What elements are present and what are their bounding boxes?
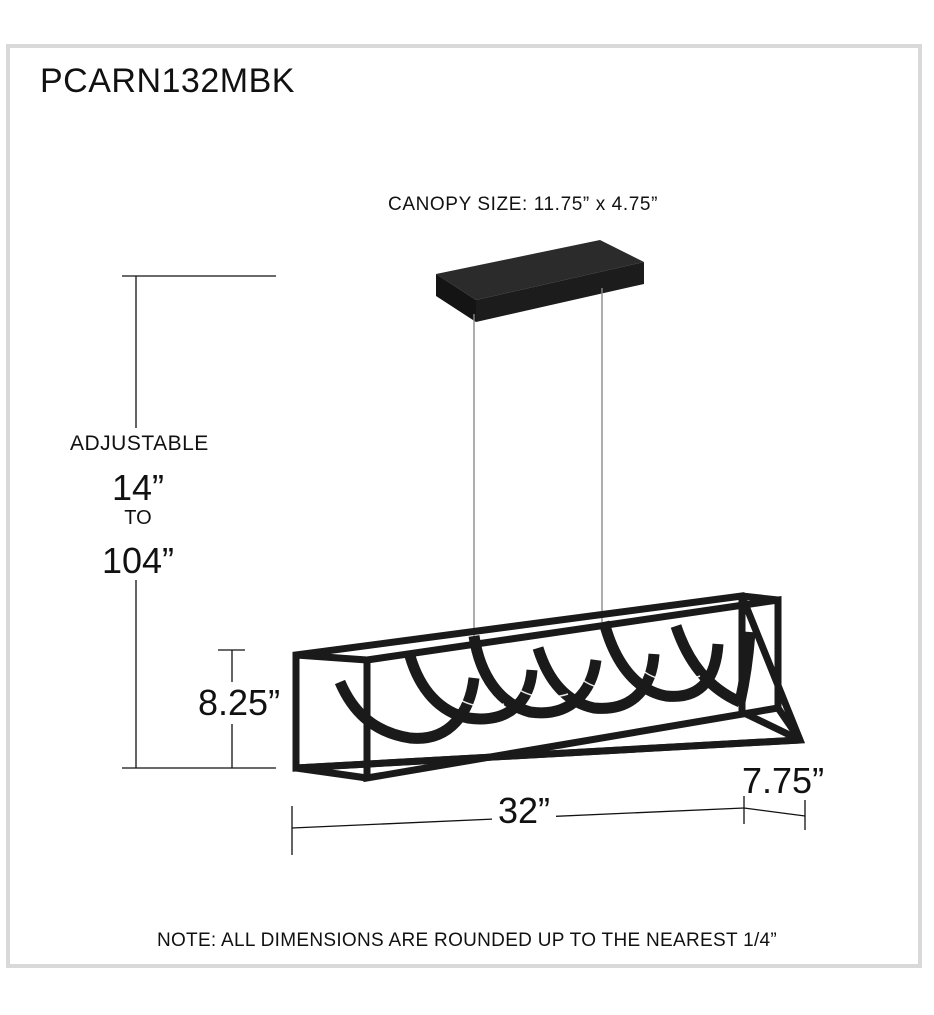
adjustable-to-label: TO (124, 507, 152, 529)
fixture-depth-value: 7.75” (742, 760, 825, 801)
adjustable-label: ADJUSTABLE (70, 432, 209, 455)
fixture-width-value: 32” (492, 790, 557, 832)
drawing-border (6, 44, 922, 968)
led-spiral (334, 620, 756, 744)
model-number: PCARN132MBK (40, 62, 295, 100)
fixture-height-value: 8.25” (196, 682, 283, 724)
depth-dimension (743, 800, 806, 830)
overall-height-dimension (122, 275, 276, 769)
adjustable-min-height: 14” (111, 467, 165, 508)
suspension-cables (473, 288, 603, 640)
canopy (436, 240, 644, 322)
adjustable-max-height: 104” (101, 540, 175, 581)
canopy-size-label: CANOPY SIZE: 11.75” x 4.75” (388, 194, 658, 215)
led-spiral-highlights (379, 667, 701, 721)
dimensions-note: NOTE: ALL DIMENSIONS ARE ROUNDED UP TO T… (156, 930, 778, 951)
